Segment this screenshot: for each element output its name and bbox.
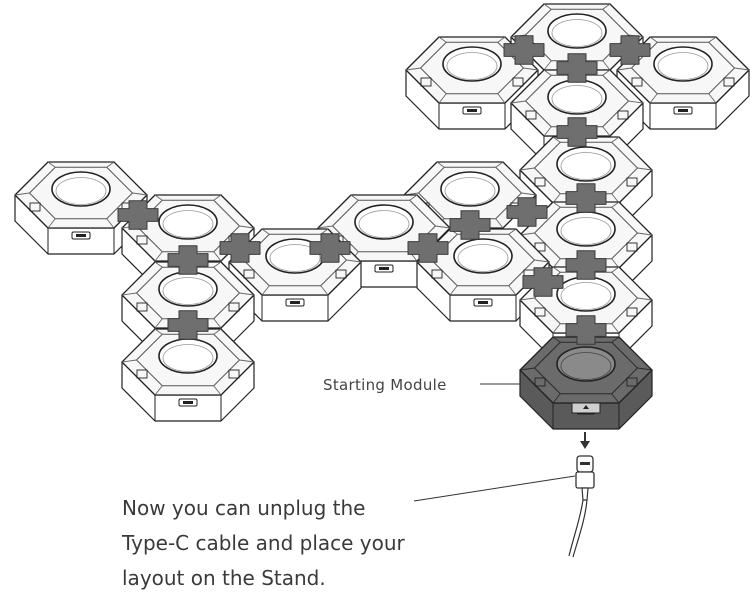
connector-piece (522, 267, 564, 297)
connector-piece (219, 233, 261, 263)
instruction-line-2: Type-C cable and place your (122, 531, 405, 555)
connector-piece (556, 117, 598, 147)
connector-piece (609, 35, 651, 65)
hex-module (121, 328, 255, 422)
instruction-line-3: layout on the Stand. (122, 566, 326, 590)
connector-piece (449, 210, 491, 240)
connector-piece (556, 53, 598, 83)
instruction-line-1: Now you can unplug the (122, 496, 366, 520)
connector-piece (407, 233, 449, 263)
connector-piece (167, 310, 209, 340)
starting-module (519, 336, 653, 430)
starting-module-label: Starting Module (323, 376, 447, 394)
connector-piece (503, 35, 545, 65)
instruction-text: Now you can unplug the Type-C cable and … (122, 491, 405, 596)
connector-piece (309, 233, 351, 263)
module-connectors (117, 35, 651, 345)
instruction-leader-line (413, 475, 576, 502)
connector-piece (506, 197, 548, 227)
connector-piece (565, 315, 607, 345)
connector-piece (167, 245, 209, 275)
hex-module (14, 161, 148, 255)
connector-piece (565, 183, 607, 213)
type-c-cable-icon (568, 455, 595, 558)
connector-piece (117, 200, 159, 230)
down-arrow-icon (580, 432, 590, 449)
connector-piece (565, 250, 607, 280)
